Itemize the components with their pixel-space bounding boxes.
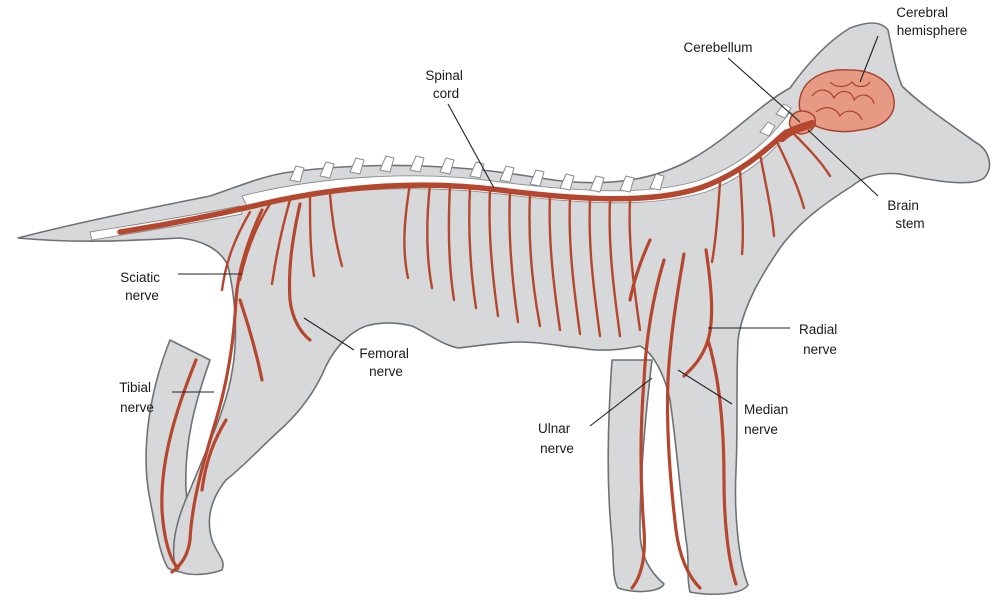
label-ulnar-nerve: Ulnar nerve: [538, 421, 574, 456]
label-sciatic-nerve: Sciatic nerve: [120, 270, 164, 303]
label-median-nerve: Median nerve: [744, 402, 792, 437]
label-brain-stem: Brain stem: [887, 198, 924, 231]
far-front-leg: [608, 360, 664, 591]
label-radial-nerve: Radial nerve: [799, 322, 841, 357]
label-spinal-cord: Spinal cord: [425, 68, 466, 101]
label-cerebral-hemisphere: Cerebral hemisphere: [896, 5, 967, 38]
label-femoral-nerve: Femoral nerve: [359, 346, 412, 379]
label-cerebellum: Cerebellum: [683, 40, 752, 55]
label-tibial-nerve: Tibial nerve: [119, 380, 155, 415]
